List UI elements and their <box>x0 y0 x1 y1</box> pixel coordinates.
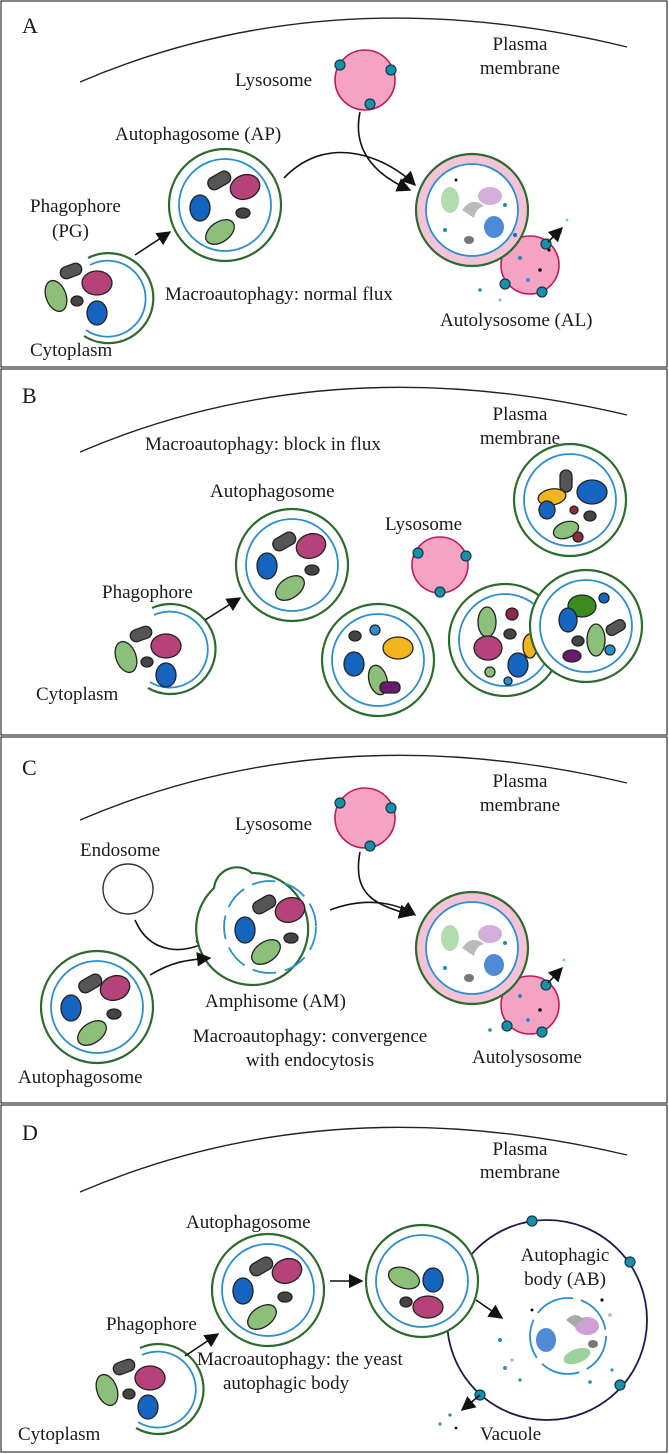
autophagosome-label: Autophagosome (AP) <box>115 124 281 145</box>
proton-pump-icon <box>385 64 397 76</box>
endosome <box>102 863 154 915</box>
autophagic-body-label-line2: body (AB) <box>524 1269 606 1290</box>
plasma-membrane-label-line1: Plasma <box>493 1139 548 1160</box>
panel-c: C Plasma membrane Lysosome Endosome <box>0 736 668 1104</box>
phagophore-label-line2: (PG) <box>52 221 89 242</box>
autophagosome <box>234 507 350 623</box>
vacuole <box>446 1215 648 1421</box>
caption-convergence-line1: Macroautophagy: convergence <box>193 1026 427 1047</box>
autophagosome <box>167 147 283 263</box>
plasma-membrane-arc <box>79 386 628 453</box>
arrow-amphisome-to-autolysosome <box>329 901 417 916</box>
lysosome-label: Lysosome <box>235 70 312 91</box>
autolysosome <box>414 152 569 302</box>
arrow-ap-to-amphisome <box>149 952 212 976</box>
plasma-membrane-label-line2: membrane <box>480 428 560 449</box>
panel-c-letter: C <box>22 755 37 780</box>
plasma-membrane-label-line1: Plasma <box>493 771 548 792</box>
caption-convergence-line2: with endocytosis <box>246 1050 374 1071</box>
phagophore <box>114 602 217 696</box>
panel-a: A Plasma membrane Lysosome Autophagosome… <box>0 0 668 368</box>
plasma-membrane-label-line2: membrane <box>480 1162 560 1183</box>
arrow-ap-to-autolysosome <box>283 151 417 187</box>
arrow-pg-to-ap <box>204 597 242 621</box>
accumulated-autophagosome <box>512 442 628 558</box>
proton-pump-icon <box>334 59 346 71</box>
cytoplasm-label: Cytoplasm <box>18 1424 101 1445</box>
arrow-release <box>460 1394 481 1411</box>
plasma-membrane-arc <box>79 754 628 821</box>
plasma-membrane-arc <box>79 1126 628 1193</box>
arrow-pg-to-ap <box>184 1333 220 1357</box>
lysosome-label: Lysosome <box>385 514 462 535</box>
amphisome-label: Amphisome (AM) <box>205 991 346 1012</box>
caption-yeast-line1: Macroautophagy: the yeast <box>197 1349 403 1370</box>
plasma-membrane-arc <box>79 17 628 83</box>
autophagosome <box>210 1232 326 1348</box>
phagophore-label: Phagophore <box>106 1314 197 1335</box>
phagophore <box>44 252 155 345</box>
panel-d: D Plasma membrane Autophagosome <box>0 1104 668 1453</box>
panel-a-frame <box>0 0 668 368</box>
lysosome <box>334 49 397 111</box>
phagophore-label-line1: Phagophore <box>30 196 121 217</box>
autophagic-body-label-line1: Autophagic <box>521 1245 610 1266</box>
caption-block-flux: Macroautophagy: block in flux <box>145 434 381 455</box>
plasma-membrane-label-line1: Plasma <box>493 34 548 55</box>
fusing-autophagosome <box>364 1223 480 1339</box>
autophagosome <box>39 949 155 1065</box>
amphisome <box>195 866 317 987</box>
accumulated-autophagosome <box>320 602 436 718</box>
autophagic-body <box>498 1297 614 1384</box>
arrow-lysosome-to-autolysosome <box>357 111 412 192</box>
panel-d-letter: D <box>22 1120 38 1145</box>
autophagosome-label: Autophagosome <box>18 1067 143 1088</box>
autophagosome-label: Autophagosome <box>210 481 335 502</box>
plasma-membrane-label-line2: membrane <box>480 58 560 79</box>
arrow-pg-to-ap <box>134 231 172 256</box>
proton-pump-icon <box>364 98 376 110</box>
plasma-membrane-label-line1: Plasma <box>493 404 548 425</box>
autolysosome-label: Autolysosome <box>472 1047 582 1068</box>
lysosome <box>411 536 472 598</box>
plasma-membrane-label-line2: membrane <box>480 795 560 816</box>
cytoplasm-label: Cytoplasm <box>30 340 113 361</box>
accumulated-autophagosome <box>528 568 644 684</box>
autolysosome-label: Autolysosome (AL) <box>440 310 593 331</box>
autolysosome <box>414 890 566 1038</box>
caption-normal-flux: Macroautophagy: normal flux <box>165 284 393 305</box>
panel-a-letter: A <box>22 13 38 38</box>
caption-yeast-line2: autophagic body <box>223 1373 350 1394</box>
endosome-label: Endosome <box>80 840 160 861</box>
phagophore <box>95 1342 205 1436</box>
vacuole-label: Vacuole <box>480 1424 541 1445</box>
autophagosome-label: Autophagosome <box>186 1212 311 1233</box>
lysosome-label: Lysosome <box>235 814 312 835</box>
lysosome <box>334 787 397 852</box>
cytoplasm-label: Cytoplasm <box>36 684 119 705</box>
phagophore-label: Phagophore <box>102 582 193 603</box>
arrow-into-vacuole <box>475 1299 504 1319</box>
panel-b-letter: B <box>22 383 37 408</box>
panel-b: B Plasma membrane Macroautophagy: block … <box>0 368 668 736</box>
